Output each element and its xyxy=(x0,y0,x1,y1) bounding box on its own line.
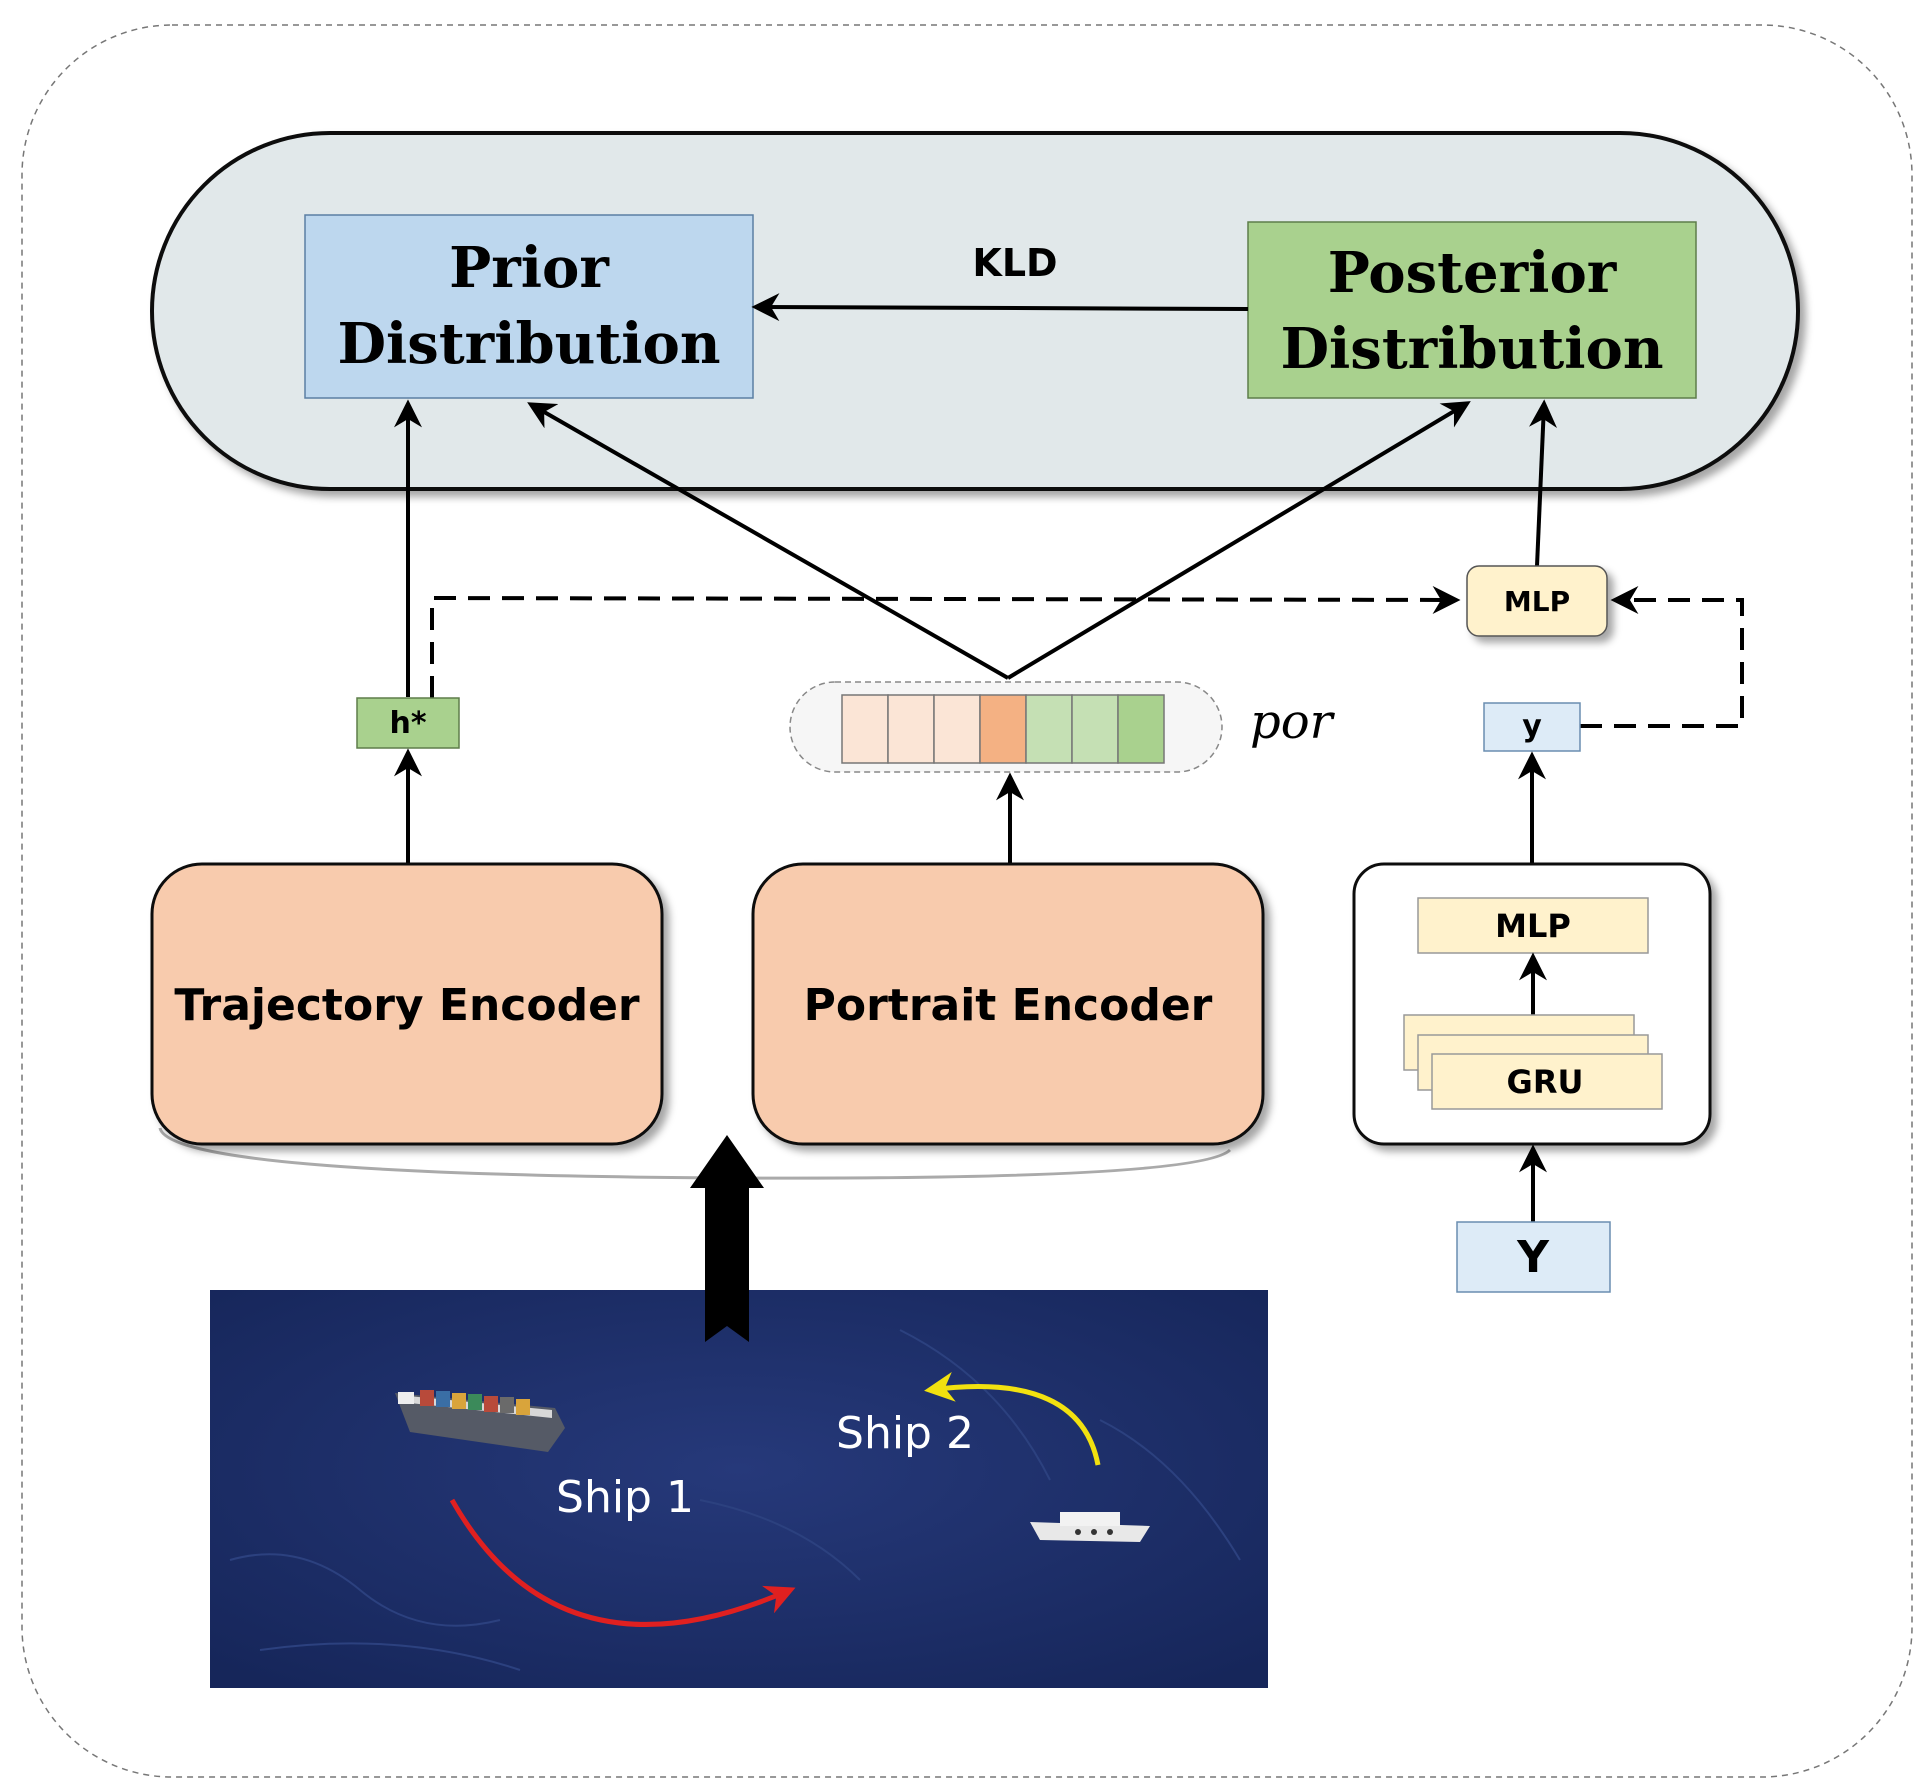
posterior-distribution-box: Posterior Distribution xyxy=(1247,221,1697,399)
por-label: por xyxy=(1250,694,1336,750)
posterior-label-line1: Posterior xyxy=(1328,240,1618,306)
y-small-box: y xyxy=(1483,702,1581,752)
kld-label: KLD xyxy=(972,241,1057,285)
gru-label: GRU xyxy=(1507,1063,1584,1101)
Y-input-box: Y xyxy=(1456,1221,1611,1293)
posterior-label-line2: Distribution xyxy=(1280,316,1663,382)
trajectory-encoder-box: Trajectory Encoder xyxy=(150,862,664,1146)
por-to-posterior-arrow xyxy=(1006,401,1471,680)
gru-mlp-block: MLP GRU xyxy=(1352,862,1712,1146)
portrait-vector-cell xyxy=(933,694,981,764)
portrait-vector-cells xyxy=(841,694,1165,764)
por-to-prior-arrow xyxy=(527,402,1009,680)
ship2-label: Ship 2 xyxy=(836,1408,974,1459)
trajectory-encoder-label: Trajectory Encoder xyxy=(174,980,640,1031)
hstar-box: h* xyxy=(356,697,460,749)
hstar-to-mlp-dashed xyxy=(430,585,1461,698)
ship1-icon xyxy=(395,1390,565,1452)
y-small-label: y xyxy=(1522,709,1542,744)
portrait-vector: por xyxy=(789,681,1336,773)
mlp-small-box: MLP xyxy=(1466,565,1608,637)
ship2-trajectory-arrow xyxy=(924,1371,1101,1466)
prior-label-line2: Distribution xyxy=(337,311,720,377)
mlp-to-posterior-arrow xyxy=(1529,399,1558,567)
input-big-arrow xyxy=(690,1135,764,1342)
portrait-encoder-label: Portrait Encoder xyxy=(804,980,1213,1031)
ship1-label: Ship 1 xyxy=(556,1472,694,1523)
portrait-vector-cell xyxy=(1117,694,1165,764)
Y-input-label: Y xyxy=(1516,1232,1550,1283)
y-to-mlp-dashed xyxy=(1580,586,1744,728)
portrait-vector-cell xyxy=(1025,694,1073,764)
portrait-vector-cell xyxy=(1071,694,1119,764)
ship2-icon xyxy=(1030,1512,1150,1542)
hstar-label: h* xyxy=(389,706,426,741)
sea-scene: Ship 1 Ship 2 xyxy=(210,1290,1268,1688)
prior-distribution-box: Prior Distribution xyxy=(304,214,754,399)
portrait-vector-cell xyxy=(887,694,935,764)
portrait-vector-cell xyxy=(979,694,1027,764)
portrait-encoder-box: Portrait Encoder xyxy=(751,862,1265,1146)
mlp-inner-label: MLP xyxy=(1495,907,1571,945)
mlp-small-label: MLP xyxy=(1504,585,1570,618)
portrait-vector-cell xyxy=(841,694,889,764)
kld-arrow xyxy=(751,293,1249,322)
mlp-inner-box xyxy=(1417,897,1649,954)
ship1-trajectory-arrow xyxy=(449,1498,796,1627)
prior-label-line1: Prior xyxy=(449,235,610,301)
gru-layer-front xyxy=(1431,1053,1663,1110)
